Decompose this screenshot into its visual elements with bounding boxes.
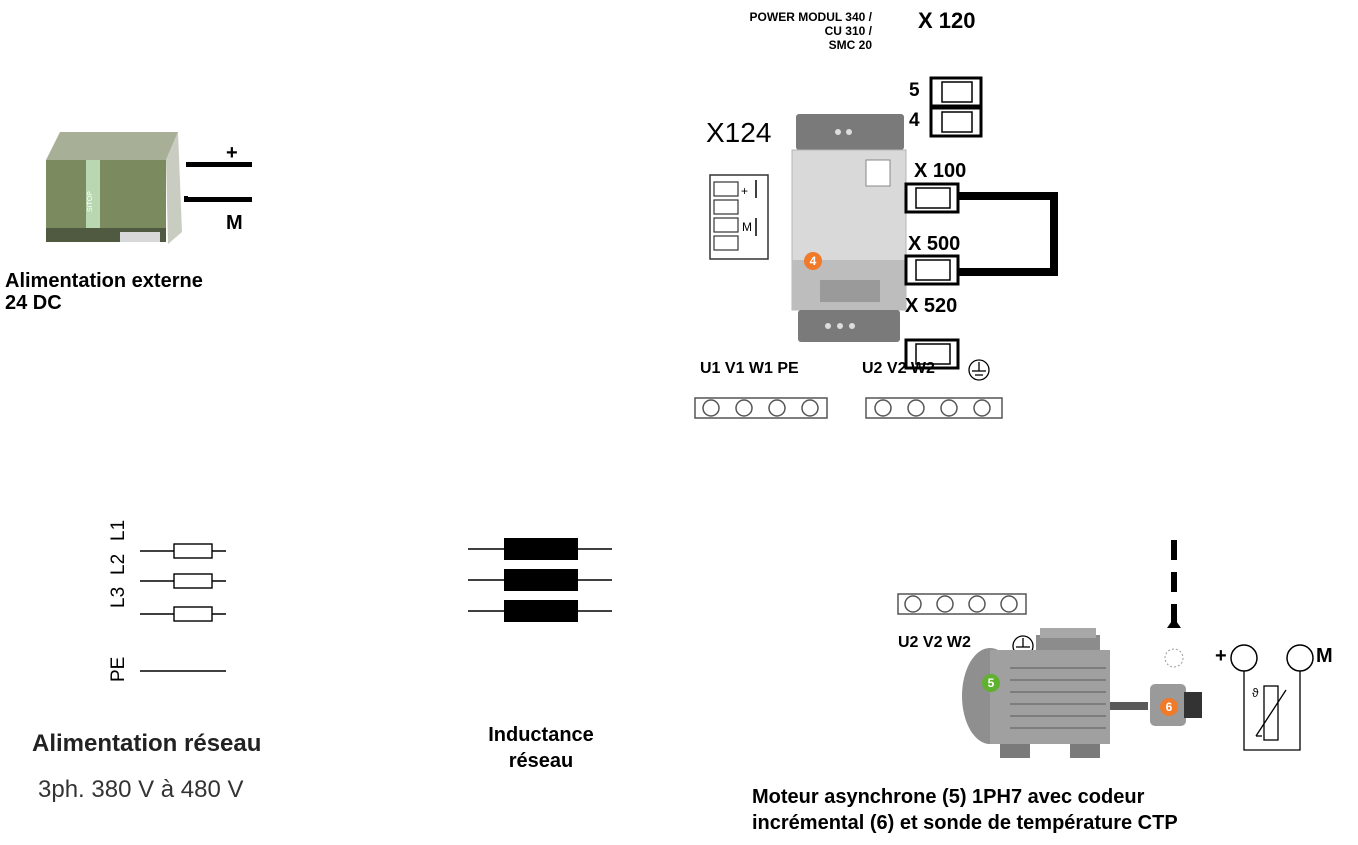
motor-caption-line2: incrémental (6) et sonde de température … [752,812,1178,834]
supply-caption: Alimentation externe 24 DC [5,270,203,314]
supply-plus-label: + [226,142,238,164]
inductance-caption-line2: réseau [508,750,574,772]
device-label: SITOP [87,191,94,212]
inductance-caption: Inductance réseau [460,722,622,774]
module-title-line1: POWER MODUL 340 / [749,10,872,24]
encoder-badge: 6 [1160,698,1178,716]
module-title-line2: CU 310 / [824,24,872,38]
inductance-caption-line1: Inductance [488,724,594,746]
x520-label: X 520 [905,295,958,317]
mains-subtitle: 3ph. 380 V à 480 V [38,776,244,803]
ctp-plus-label: + [1215,645,1227,667]
x124-m-label: M [742,220,752,234]
x124-label: X124 [706,117,772,148]
motor-caption-line1: Moteur asynchrone (5) 1PH7 avec codeur [752,786,1145,808]
x120-label: X 120 [918,8,976,33]
ctp-m-label: M [1316,645,1333,667]
module-badge: 4 [804,252,822,270]
module-title-line3: SMC 20 [828,38,872,52]
motor-terminals-label: U2 V2 W2 [898,634,971,651]
pin5-label: 5 [909,80,920,101]
supply-caption-line2: 24 DC [5,292,62,314]
supply-caption-line1: Alimentation externe [5,270,203,292]
x100-label: X 100 [914,160,967,182]
mains-title: Alimentation réseau [32,730,262,757]
input-terminals-label: U1 V1 W1 PE [700,360,799,377]
supply-minus-label: M [226,212,243,234]
module-title: POWER MODUL 340 / CU 310 / SMC 20 [700,10,872,52]
ctp-theta-label: ϑ [1252,686,1259,700]
output-terminals-label: U2 V2 W2 [862,360,935,377]
x124-plus-label: + [741,184,749,198]
sitop-supply-icon: SITOP [46,132,252,244]
pin4-label: 4 [909,110,920,131]
motor-badge: 5 [982,674,1000,692]
x500-label: X 500 [908,233,961,255]
motor-caption: Moteur asynchrone (5) 1PH7 avec codeur i… [752,784,1178,836]
